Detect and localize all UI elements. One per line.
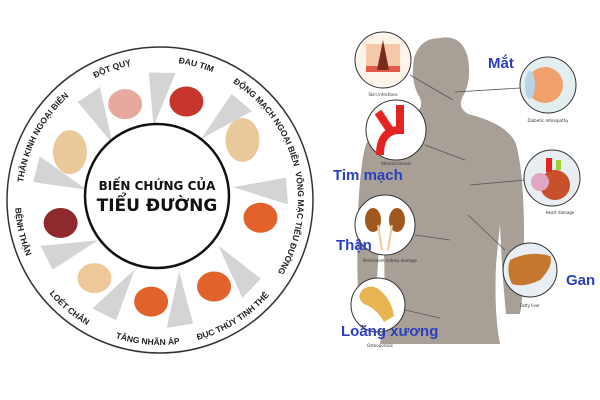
- label-kidney: Thận: [336, 237, 372, 254]
- caption-heart: Heart damage: [546, 210, 575, 215]
- eye-icon: [134, 286, 169, 317]
- segment-divider: [92, 269, 135, 321]
- kidney-icon: [43, 207, 78, 238]
- caption-skin: Skin infections: [368, 92, 397, 97]
- bone-circle: Osteoporosis: [350, 277, 406, 348]
- wheel-center-circle: [83, 122, 231, 270]
- segment-divider: [40, 240, 98, 270]
- body-silhouette: [357, 37, 524, 345]
- caption-eye: Diabetic retinopathy: [528, 118, 570, 123]
- legs-arteries-icon: [225, 118, 260, 163]
- kidney-circle: Permanent kidney damage: [354, 194, 418, 263]
- heart-icon: [169, 86, 204, 117]
- body-complications-panel: Skin infections Diabetic retinopathy Ath…: [333, 31, 595, 348]
- caption-artery: Atherosclerosis: [381, 161, 411, 166]
- segment-divider: [77, 86, 113, 144]
- brain-icon: [108, 89, 143, 120]
- segment-divider: [201, 93, 253, 139]
- caption-liver: Fatty liver: [520, 303, 540, 308]
- label-eye: Mắt: [488, 54, 514, 72]
- wheel-title-line2: TIỂU ĐƯỜNG: [97, 191, 218, 216]
- eye-icon: [197, 271, 232, 302]
- segment-divider: [218, 245, 261, 299]
- segment-divider: [148, 72, 176, 127]
- legs-nerve-icon: [52, 130, 87, 175]
- label-osteoporosis: Loãng xương: [341, 323, 438, 340]
- segment-divider: [33, 156, 87, 190]
- segment-divider: [166, 271, 194, 328]
- caption-kidney: Permanent kidney damage: [363, 258, 418, 263]
- eye-circle: Diabetic retinopathy: [519, 56, 577, 123]
- label-liver: Gan: [566, 272, 595, 289]
- liver-circle: Fatty liver: [502, 242, 558, 308]
- label-cardiovascular: Tim mạch: [333, 167, 403, 184]
- connector-lines: [404, 74, 526, 319]
- artery-circle: Atherosclerosis: [365, 99, 427, 166]
- wheel-title-line1: BIẾN CHỨNG CỦA: [99, 177, 217, 193]
- eye-icon: [243, 202, 278, 233]
- heart-circle: Heart damage: [523, 149, 581, 215]
- skin-infection-circle: Skin infections: [354, 31, 412, 97]
- foot-icon: [77, 263, 112, 294]
- segment-divider: [232, 177, 288, 205]
- caption-bone: Osteoporosis: [367, 343, 393, 348]
